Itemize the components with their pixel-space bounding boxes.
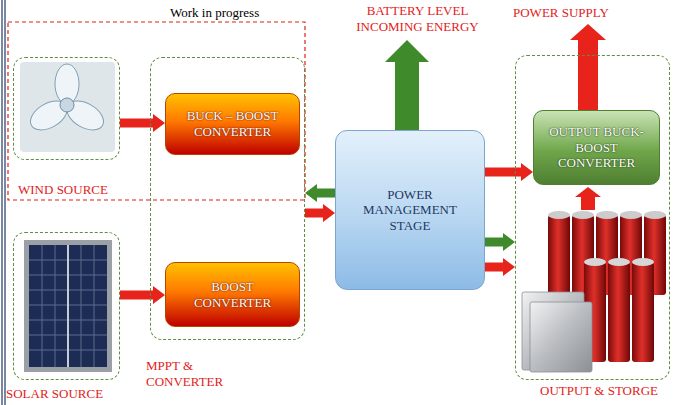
process-box: POWER MANAGEMENT STAGE (335, 130, 485, 290)
flow-arrow (305, 204, 335, 222)
energy-arrow (385, 40, 429, 130)
source-group: SOLAR SOURCE (13, 232, 120, 380)
converter-box: BUCK – BOOST CONVERTER (165, 93, 300, 155)
fan-picture (20, 62, 115, 152)
flow-arrow (305, 184, 335, 202)
flow-arrow (485, 233, 515, 251)
output-group: OUTPUT & STORGEOUTPUT BUCK-BOOST CONVERT… (515, 55, 670, 380)
box-label: OUTPUT BUCK-BOOST CONVERTER (547, 124, 647, 171)
output-label: POWER SUPPLY (513, 5, 643, 21)
note-label: Work in progress (170, 5, 310, 21)
group-label: OUTPUT & STORGE (540, 383, 658, 399)
battery-arrow (575, 187, 601, 210)
group-label: SOLAR SOURCE (6, 386, 103, 402)
source-group: WIND SOURCE (13, 57, 120, 160)
converter-group: MPPT & CONVERTERBUCK – BOOST CONVERTERBO… (150, 57, 305, 340)
group-label: MPPT & CONVERTER (146, 358, 236, 389)
flow-arrow (485, 163, 533, 181)
group-label: WIND SOURCE (18, 182, 108, 198)
flow-arrow (485, 258, 515, 276)
page-rule (4, 0, 5, 405)
converter-box: OUTPUT BUCK-BOOST CONVERTER (533, 110, 660, 185)
box-label: BUCK – BOOST CONVERTER (175, 108, 290, 139)
page-rule (1, 0, 2, 405)
flow-arrow (120, 286, 165, 304)
converter-box: BOOST CONVERTER (165, 262, 300, 327)
supply-arrow (570, 24, 606, 110)
output-label: BATTERY LEVEL INCOMING ENERGY (340, 3, 495, 34)
flow-arrow (120, 114, 165, 132)
progress-region (8, 22, 305, 200)
box-label: POWER MANAGEMENT STAGE (355, 187, 465, 234)
solar-panel-picture (24, 240, 112, 372)
box-label: BOOST CONVERTER (175, 279, 290, 310)
battery-picture (522, 211, 666, 372)
